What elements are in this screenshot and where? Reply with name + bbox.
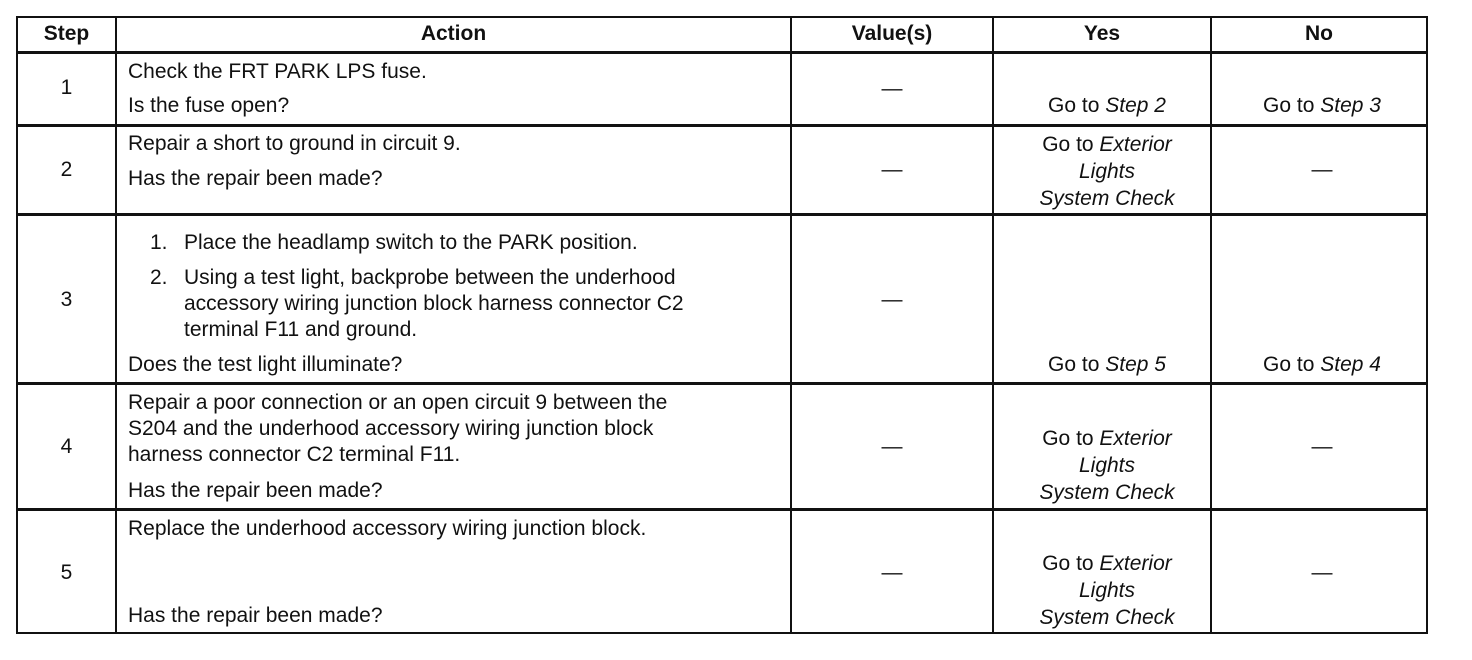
list-item-text: terminal F11 and ground. (184, 318, 418, 341)
step-number: 2 (60, 158, 73, 181)
no-prefix: Go to (1263, 94, 1321, 117)
value-dash: — (792, 560, 992, 586)
value-dash: — (792, 434, 992, 460)
yes-line-3: System Check (1039, 606, 1175, 629)
table-border-top (16, 16, 1428, 18)
header-values: Value(s) (851, 22, 933, 45)
yes-target: Exterior (1099, 552, 1172, 575)
yes-link[interactable]: Go to Exterior Lights System Check (994, 131, 1220, 212)
column-divider (1210, 16, 1212, 634)
step-number: 3 (60, 288, 73, 311)
no-target: Step 4 (1320, 353, 1381, 376)
yes-line-1: Go to Exterior (994, 131, 1220, 158)
header-step: Step (43, 22, 90, 45)
value-text: — (881, 158, 903, 181)
list-item-text: accessory wiring junction block harness … (184, 292, 684, 315)
action-text: harness connector C2 terminal F11. (128, 443, 461, 466)
action-text: Replace the underhood accessory wiring j… (128, 517, 647, 540)
yes-target: Exterior (1099, 427, 1172, 450)
action-question: Has the repair been made? (128, 479, 383, 502)
yes-line-2: Lights (1078, 579, 1136, 602)
yes-target: Step 5 (1105, 353, 1166, 376)
no-link[interactable]: Go to Step 3 (1212, 93, 1432, 119)
table-border-left (16, 16, 18, 634)
action-question: Does the test light illuminate? (128, 353, 403, 376)
no-value: — (1311, 158, 1333, 181)
action-text: Check the FRT PARK LPS fuse. (128, 60, 427, 83)
row-divider (16, 124, 1428, 127)
no-value: — (1311, 561, 1333, 584)
yes-prefix: Go to (1048, 353, 1106, 376)
value-text: — (881, 288, 903, 311)
yes-link[interactable]: Go to Exterior Lights System Check (994, 425, 1220, 506)
yes-target: Step 2 (1105, 94, 1166, 117)
value-dash: — (792, 76, 992, 102)
action-text: S204 and the underhood accessory wiring … (128, 417, 654, 440)
action-text: Repair a short to ground in circuit 9. (128, 132, 461, 155)
header-no: No (1305, 22, 1333, 45)
no-link[interactable]: Go to Step 4 (1212, 352, 1432, 378)
column-divider (115, 16, 117, 634)
list-item-number: 2. (150, 266, 168, 289)
action-question: Has the repair been made? (128, 167, 383, 190)
row-divider (16, 382, 1428, 385)
no-prefix: Go to (1263, 353, 1321, 376)
step-number: 1 (60, 76, 73, 99)
table-border-bottom (16, 632, 1428, 634)
table-border-right (1426, 16, 1428, 634)
yes-link[interactable]: Go to Step 2 (994, 93, 1220, 119)
yes-link[interactable]: Go to Step 5 (994, 352, 1220, 378)
yes-line-3: System Check (1039, 187, 1175, 210)
action-text: Repair a poor connection or an open circ… (128, 391, 668, 414)
no-value: — (1311, 435, 1333, 458)
no-target: Step 3 (1320, 94, 1381, 117)
yes-prefix: Go to (1042, 133, 1100, 156)
action-question: Has the repair been made? (128, 604, 383, 627)
value-text: — (881, 435, 903, 458)
row-divider (16, 213, 1428, 216)
list-item-text: Place the headlamp switch to the PARK po… (184, 231, 638, 254)
yes-prefix: Go to (1042, 427, 1100, 450)
yes-prefix: Go to (1042, 552, 1100, 575)
action-question: Is the fuse open? (128, 94, 290, 117)
header-yes: Yes (1083, 22, 1121, 45)
row-divider (16, 508, 1428, 511)
column-divider (992, 16, 994, 634)
yes-line-3: System Check (1039, 481, 1175, 504)
value-dash: — (792, 157, 992, 183)
yes-line-1: Go to Exterior (994, 425, 1220, 452)
yes-line-1: Go to Exterior (994, 550, 1220, 577)
step-number: 5 (60, 561, 73, 584)
column-divider (790, 16, 792, 634)
list-item-text: Using a test light, backprobe between th… (184, 266, 676, 289)
value-dash: — (792, 287, 992, 313)
yes-line-2: Lights (1078, 454, 1136, 477)
yes-target: Exterior (1099, 133, 1172, 156)
header-action: Action (420, 22, 487, 45)
list-item-number: 1. (150, 231, 168, 254)
value-text: — (881, 561, 903, 584)
header-divider (16, 51, 1428, 54)
yes-line-2: Lights (1078, 160, 1136, 183)
step-number: 4 (60, 435, 73, 458)
yes-prefix: Go to (1048, 94, 1106, 117)
yes-link[interactable]: Go to Exterior Lights System Check (994, 550, 1220, 631)
value-text: — (881, 77, 903, 100)
